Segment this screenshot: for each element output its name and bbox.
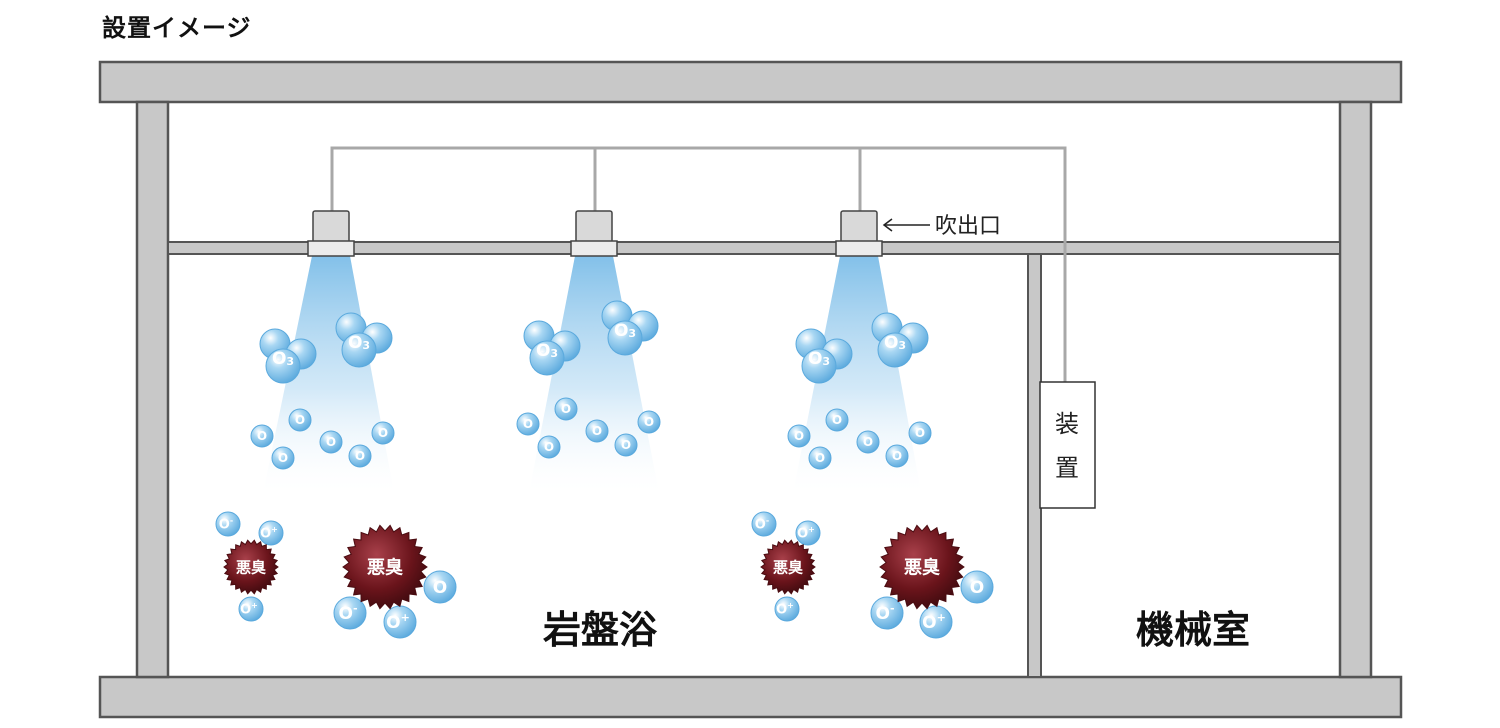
oxygen-atom: O [271,446,295,470]
oxygen-atom: O [371,421,395,445]
svg-text:O: O [433,578,447,598]
svg-text:O: O [892,449,902,463]
oxygen-atom: O [516,412,540,436]
svg-text:O: O [378,426,388,440]
svg-text:O: O [544,440,554,454]
oxygen-atom: O [319,430,343,454]
svg-text:O: O [523,417,533,431]
odor-label: 悪臭 [904,556,940,578]
svg-text:O: O [644,415,654,429]
odor-particle: 悪臭 [760,539,816,595]
svg-text:O: O [815,451,825,465]
outlet-label: 吹出口 [935,214,1001,239]
ozone-molecule: O3 [523,320,581,376]
svg-text:O-: O- [755,516,769,532]
svg-text:O: O [355,449,365,463]
oxygen-ion: O+ [258,520,284,546]
top-beam [98,60,1403,104]
room-label-machine: 機械室 [1136,608,1250,652]
oxygen-atom: O [960,570,994,604]
oxygen-ion: O+ [238,596,264,622]
svg-text:O: O [326,435,336,449]
nozzle-1 [307,210,355,257]
ozone-molecule: O3 [335,312,393,368]
svg-text:O: O [561,402,571,416]
page-title: 設置イメージ [102,14,252,42]
svg-text:O-: O- [875,602,894,624]
oxygen-atom: O [348,444,372,468]
oxygen-atom: O [288,408,312,432]
oxygen-ion: O- [215,511,241,537]
oxygen-ion: O+ [774,596,800,622]
svg-text:O: O [915,426,925,440]
oxygen-atom: O [787,424,811,448]
svg-text:O: O [794,429,804,443]
odor-label: 悪臭 [367,556,403,578]
oxygen-atom: O [250,424,274,448]
room-label-bath: 岩盤浴 [543,608,658,652]
oxygen-atom: O [554,397,578,421]
svg-text:O: O [863,435,873,449]
bottom-beam [98,675,1403,719]
oxygen-ion: O- [870,596,904,630]
odor-particle: 悪臭 [223,539,279,595]
oxygen-ion: O- [751,511,777,537]
odor-particles: 悪臭 悪臭 悪臭 悪臭 [223,524,965,610]
ozone-molecule: O3 [601,300,659,356]
oxygen-atom: O [908,421,932,445]
right-column [1338,100,1373,679]
partition-wall [1027,253,1042,678]
oxygen-atom: O [614,433,638,457]
odor-particle: 悪臭 [879,524,965,610]
oxygen-atom: O [808,446,832,470]
svg-text:O: O [592,424,602,438]
svg-text:O: O [295,413,305,427]
piping [330,146,1067,382]
svg-text:O: O [621,438,631,452]
svg-text:O: O [278,451,288,465]
ozone-molecule: O3 [259,328,317,384]
svg-text:O: O [970,578,984,598]
oxygen-ion: O- [333,596,367,630]
nozzle-3 [835,210,883,257]
nozzle-2 [570,210,618,257]
svg-text:O: O [832,413,842,427]
odor-label: 悪臭 [773,558,803,576]
ozone-molecule: O3 [871,312,929,368]
svg-text:O: O [257,429,267,443]
left-column [135,100,170,679]
oxygen-ion: O+ [795,520,821,546]
svg-text:O-: O- [219,516,233,532]
device-box [1039,381,1096,509]
odor-particle: 悪臭 [342,524,428,610]
oxygen-atom: O [537,435,561,459]
oxygen-atom: O [423,570,457,604]
outlet-arrow [882,218,930,232]
svg-text:O-: O- [338,602,357,624]
oxygen-atom: O [856,430,880,454]
oxygen-ion: O+ [383,605,417,639]
oxygen-atom: O [637,410,661,434]
ozone-molecule: O3 [795,328,853,384]
oxygen-atom: O [885,444,909,468]
odor-label: 悪臭 [236,558,266,576]
oxygen-ion: O+ [919,605,953,639]
device-label-line1: 装 [1055,410,1079,438]
device-label-line2: 置 [1055,454,1079,482]
oxygen-atom: O [825,408,849,432]
ceiling-board [167,241,1341,255]
oxygen-atom: O [585,419,609,443]
